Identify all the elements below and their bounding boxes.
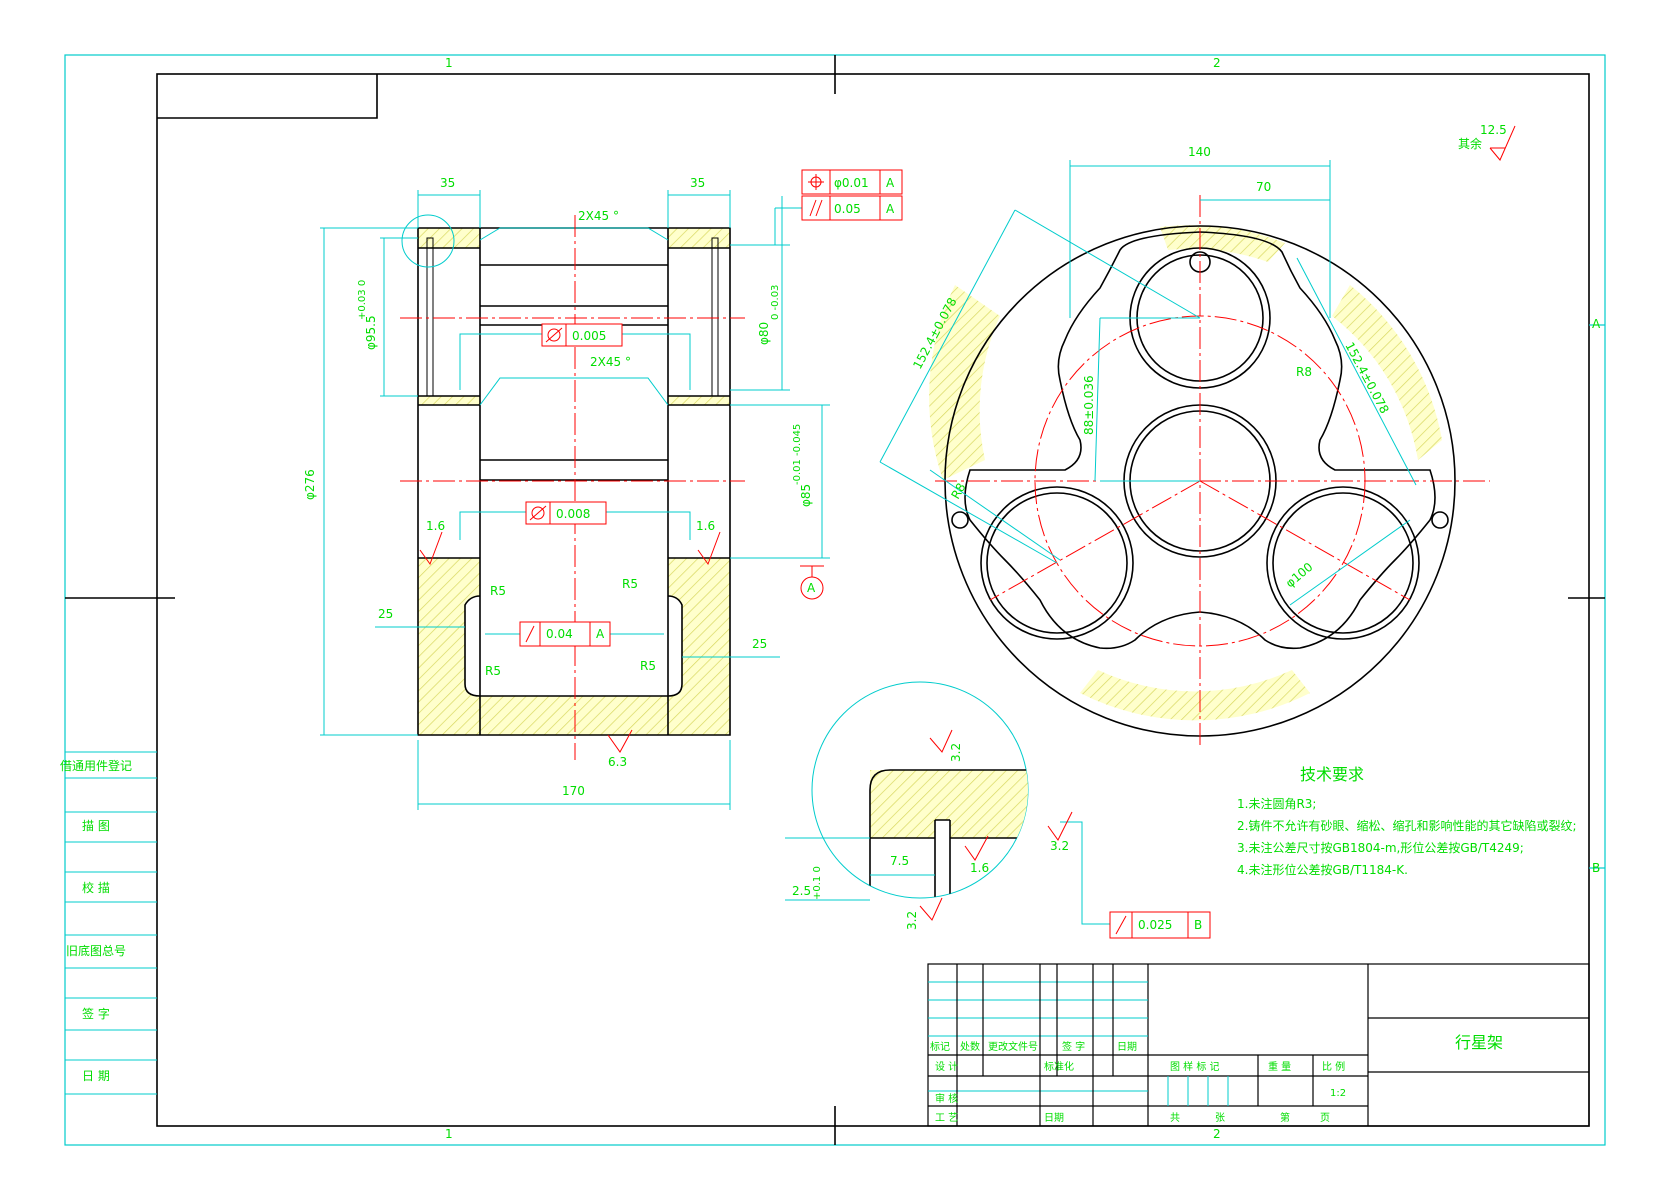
tb-stage-label-2: 比 例 [1322, 1060, 1345, 1073]
zone-bottom-1: 1 [445, 1127, 453, 1141]
side-label-0: 借通用件登记 [60, 758, 132, 773]
tolerance-frames: φ0.01 A 0.05 A 0.005 0.008 0.04 A [459, 169, 1211, 939]
roughness-note: 其余 12.5 [1458, 123, 1516, 161]
dim-w140: 140 [1188, 145, 1211, 159]
side-label-5: 日 期 [82, 1069, 110, 1083]
rough-left-3: 6.3 [608, 755, 627, 769]
dim-width-left: 35 [440, 176, 455, 190]
dim-dia-80-tol: 0 -0.03 [770, 285, 781, 320]
tol-cyl2-value: 0.008 [556, 507, 590, 521]
side-label-2: 校 描 [82, 880, 110, 895]
detail-view: 7.5 2.5 +0.1 0 3.2 1.6 3.2 3.2 [785, 681, 1073, 930]
detail-dim-25-tol: +0.1 0 [812, 866, 823, 900]
right-end-view: 140 70 152.4±0.078 152.4±0.078 R8 R8 88±… [879, 145, 1490, 745]
tol-runout1-value: 0.04 [546, 627, 573, 641]
title-block: 行星架 标记 处数 更改文件号 签 字 日期 设 计 标准化 审 核 工 艺 日… [927, 963, 1590, 1127]
detail-rough-4: 3.2 [905, 911, 919, 930]
tol-runout2-datum: B [1194, 918, 1202, 932]
detail-dim-25: 2.5 [792, 884, 811, 898]
tb-lower-label-4: 日期 [1044, 1112, 1064, 1124]
zone-right-a: A [1592, 317, 1601, 331]
tb-stage-label-1: 重 量 [1268, 1060, 1291, 1073]
side-label-3: 旧底图总号 [66, 943, 126, 958]
zone-top-1: 1 [445, 56, 453, 70]
dim-pcd: 88±0.036 [1082, 375, 1096, 435]
zone-bottom-2: 2 [1213, 1127, 1221, 1141]
tol-parallel-datum: A [886, 202, 895, 216]
dim-chamfer-mid: 2X45 ° [590, 355, 631, 369]
tb-row-label-4: 日期 [1117, 1041, 1137, 1053]
tol-position-value: φ0.01 [834, 176, 869, 190]
tech-item-2: 2.铸件不允许有砂眼、缩松、缩孔和影响性能的其它缺陷或裂纹; [1237, 818, 1577, 833]
tol-runout1-datum: A [596, 627, 605, 641]
detail-rough-3: 3.2 [1050, 839, 1069, 853]
dim-hole: φ100 [1283, 560, 1316, 591]
tech-title: 技术要求 [1300, 765, 1364, 784]
tb-row-label-3: 签 字 [1062, 1040, 1085, 1053]
dim-width-right: 35 [690, 176, 705, 190]
rough-left-1: 1.6 [426, 519, 445, 533]
dim-chamfer-top: 2X45 ° [578, 209, 619, 223]
tb-sheet-label-1: 张 [1215, 1112, 1225, 1124]
dim-dia-85: φ85 [799, 484, 813, 507]
drawing-frame: 1 2 1 2 A B [64, 54, 1606, 1146]
tb-lower-label-2: 审 核 [935, 1092, 958, 1105]
dim-dia-85-tol: -0.01 -0.045 [792, 424, 803, 485]
roughness-note-value: 12.5 [1480, 123, 1507, 137]
left-section-view: 35 35 2X45 ° 2X45 ° φ95.5 +0.03 0 φ80 0 … [303, 176, 830, 810]
tb-sheet-label-3: 页 [1320, 1112, 1330, 1124]
dim-r8a: R8 [1296, 365, 1312, 379]
tb-sheet-label-2: 第 [1280, 1111, 1290, 1124]
dim-r4: R5 [640, 659, 656, 673]
dim-r8b: R8 [948, 481, 968, 502]
tb-stage-label-0: 图 样 标 记 [1170, 1060, 1220, 1073]
tb-lower-label-3: 工 艺 [935, 1112, 958, 1124]
tech-item-4: 4.未注形位公差按GB/T1184-K. [1237, 862, 1408, 877]
dim-dia-95: φ95.5 [364, 315, 378, 350]
tb-lower-label-1: 标准化 [1044, 1060, 1074, 1073]
tech-item-1: 1.未注圆角R3; [1237, 796, 1316, 811]
datum-a-label: A [807, 581, 816, 595]
dim-r2: R5 [622, 577, 638, 591]
detail-dim-75: 7.5 [890, 854, 909, 868]
dim-wall-right: 25 [752, 637, 767, 651]
tb-row-label-2: 更改文件号 [988, 1040, 1038, 1053]
side-label-1: 描 图 [82, 819, 110, 833]
tb-scale: 1:2 [1330, 1088, 1346, 1099]
roughness-note-label: 其余 [1458, 136, 1482, 151]
tb-part-name: 行星架 [1455, 1033, 1503, 1052]
tech-requirements: 技术要求 1.未注圆角R3; 2.铸件不允许有砂眼、缩松、缩孔和影响性能的其它缺… [1237, 765, 1577, 877]
side-label-4: 签 字 [82, 1006, 110, 1021]
zone-top-2: 2 [1213, 56, 1221, 70]
zone-right-b: B [1592, 861, 1600, 875]
tol-runout2-value: 0.025 [1138, 918, 1172, 932]
tb-row-label-0: 标记 [930, 1041, 950, 1053]
dim-dia-80: φ80 [757, 322, 771, 345]
detail-rough-2: 1.6 [970, 861, 989, 875]
tol-position-datum: A [886, 176, 895, 190]
side-table: 借通用件登记 描 图 校 描 旧底图总号 签 字 日 期 [60, 751, 157, 1095]
dim-total-width: 170 [562, 784, 585, 798]
dim-r3: R5 [485, 664, 501, 678]
tol-parallel-value: 0.05 [834, 202, 861, 216]
dim-r1: R5 [490, 584, 506, 598]
dim-w70: 70 [1256, 180, 1271, 194]
tech-item-3: 3.未注公差尺寸按GB1804-m,形位公差按GB/T4249; [1237, 840, 1524, 855]
tb-lower-label-0: 设 计 [935, 1060, 958, 1073]
dim-dia-95-tol: +0.03 0 [357, 280, 368, 320]
tb-sheet-label-0: 共 [1170, 1112, 1180, 1124]
rough-left-2: 1.6 [696, 519, 715, 533]
dim-wall-left: 25 [378, 607, 393, 621]
tb-row-label-1: 处数 [960, 1040, 980, 1053]
dim-dia-276: φ276 [303, 469, 317, 500]
detail-rough-1: 3.2 [949, 743, 963, 762]
tol-cyl1-value: 0.005 [572, 329, 606, 343]
